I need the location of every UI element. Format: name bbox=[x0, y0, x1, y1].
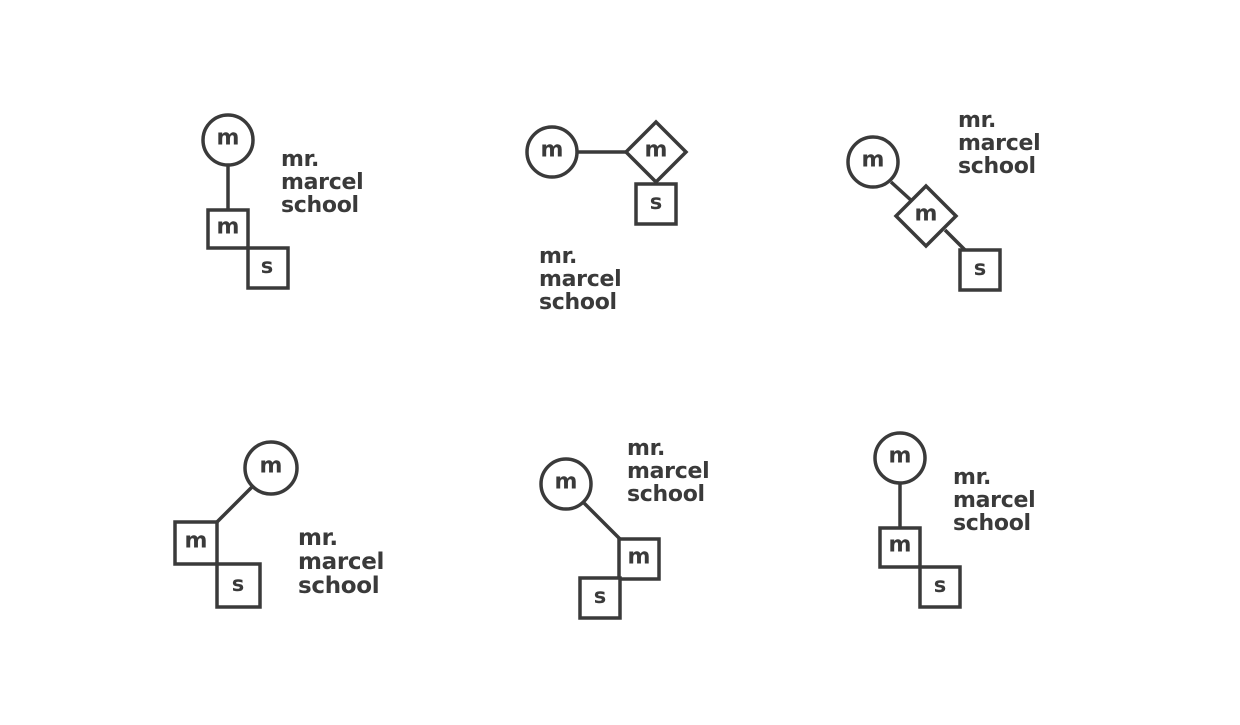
connector-line bbox=[943, 228, 968, 253]
circle-shape bbox=[846, 135, 900, 189]
logo-variant-5: m m s mr. marcel school bbox=[539, 436, 710, 620]
square-shape-m bbox=[206, 208, 250, 250]
square-letter-s: s bbox=[934, 573, 947, 597]
square-shape-s bbox=[215, 562, 262, 609]
logo-variant-6: m m s mr. marcel school bbox=[873, 431, 1036, 609]
square-shape-m bbox=[878, 526, 922, 569]
wordmark-line-1: mr. bbox=[281, 147, 319, 172]
wordmark-line-2: marcel bbox=[627, 459, 709, 484]
wordmark-line-1: mr. bbox=[953, 465, 991, 490]
square-letter-m: m bbox=[628, 545, 651, 570]
wordmark-line-2: marcel bbox=[958, 131, 1040, 156]
wordmark-line-1: mr. bbox=[958, 108, 996, 133]
wordmark-line-2: marcel bbox=[298, 549, 384, 575]
wordmark-line-2: marcel bbox=[953, 488, 1035, 513]
wordmark-line-3: school bbox=[298, 573, 379, 599]
square-letter-s: s bbox=[594, 584, 607, 608]
circle-letter: m bbox=[260, 454, 283, 479]
diamond-shape bbox=[893, 183, 959, 249]
logo-variant-1: m m s mr. marcel school bbox=[201, 113, 364, 290]
circle-letter: m bbox=[889, 444, 912, 469]
circle-shape bbox=[243, 440, 299, 496]
wordmark-line-2: marcel bbox=[539, 267, 621, 292]
circle-letter: m bbox=[862, 148, 885, 173]
wordmark-line-1: mr. bbox=[539, 244, 577, 269]
logo-variant-4: m m s mr. marcel school bbox=[173, 440, 384, 609]
square-shape-s bbox=[246, 246, 290, 290]
connector-line bbox=[214, 485, 254, 525]
wordmark-line-1: mr. bbox=[627, 436, 665, 461]
circle-letter: m bbox=[555, 470, 578, 495]
wordmark-line-3: school bbox=[281, 193, 359, 218]
circle-shape bbox=[539, 457, 593, 511]
square-shape-m bbox=[173, 520, 219, 566]
square-shape-s bbox=[634, 182, 678, 226]
diamond-letter: m bbox=[915, 202, 938, 227]
circle-letter: m bbox=[541, 138, 564, 163]
square-shape-m bbox=[617, 537, 661, 581]
logo-variant-3: m m s mr. marcel school bbox=[846, 108, 1041, 292]
circle-letter: m bbox=[217, 126, 240, 151]
square-letter-s: s bbox=[232, 572, 245, 596]
wordmark-line-3: school bbox=[958, 154, 1036, 179]
wordmark-line-1: mr. bbox=[298, 525, 338, 551]
square-shape-s bbox=[578, 576, 622, 620]
wordmark-line-2: marcel bbox=[281, 170, 363, 195]
square-letter-s: s bbox=[261, 254, 274, 278]
connector-line bbox=[582, 501, 622, 541]
wordmark-line-3: school bbox=[627, 482, 705, 507]
diamond-shape bbox=[623, 119, 689, 185]
circle-shape bbox=[525, 125, 579, 179]
square-letter-s: s bbox=[650, 190, 663, 214]
square-letter-m: m bbox=[889, 533, 912, 558]
diamond-letter: m bbox=[645, 138, 668, 163]
wordmark-line-3: school bbox=[953, 511, 1031, 536]
wordmark-line-3: school bbox=[539, 290, 617, 315]
square-shape-s bbox=[918, 565, 962, 609]
connector-line bbox=[889, 180, 915, 204]
circle-shape bbox=[201, 113, 255, 167]
square-shape-s bbox=[958, 248, 1002, 292]
square-letter-s: s bbox=[974, 256, 987, 280]
square-letter-m: m bbox=[217, 215, 240, 240]
logo-variant-2: m m s mr. marcel school bbox=[525, 119, 689, 315]
square-letter-m: m bbox=[185, 529, 208, 554]
circle-shape bbox=[873, 431, 927, 485]
